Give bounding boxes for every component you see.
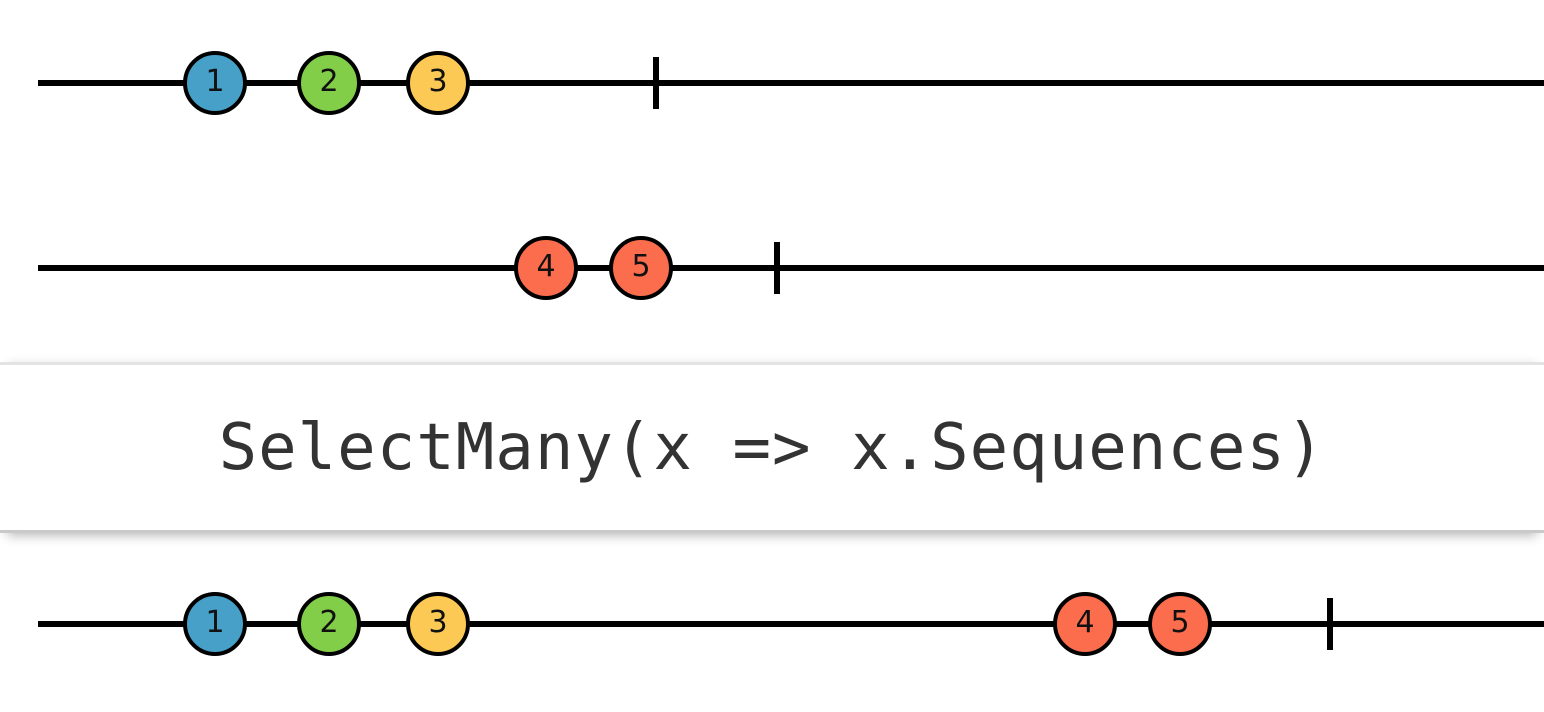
marble[interactable]: 4 [1053, 592, 1117, 656]
timeline-line [38, 265, 1544, 271]
completion-marker-icon [1327, 598, 1333, 650]
marble[interactable]: 5 [609, 236, 673, 300]
marble[interactable]: 1 [183, 51, 247, 115]
marble[interactable]: 2 [297, 51, 361, 115]
marble-label: 3 [428, 605, 448, 640]
marble-label: 2 [319, 605, 339, 640]
marble-label: 1 [205, 605, 225, 640]
operator-label: SelectMany(x => x.Sequences) [218, 410, 1326, 485]
marble[interactable]: 2 [297, 592, 361, 656]
marble-label: 1 [205, 64, 225, 99]
marble[interactable]: 4 [514, 236, 578, 300]
timeline-line [38, 80, 1544, 86]
completion-marker-icon [653, 57, 659, 109]
marble-label: 2 [319, 64, 339, 99]
operator-box: SelectMany(x => x.Sequences) [0, 362, 1544, 533]
marble-label: 5 [631, 249, 651, 284]
marble-label: 4 [536, 249, 556, 284]
marble[interactable]: 3 [406, 51, 470, 115]
marble-label: 4 [1075, 605, 1095, 640]
marble-label: 5 [1170, 605, 1190, 640]
marble[interactable]: 1 [183, 592, 247, 656]
timeline-line [38, 621, 1544, 627]
marble-label: 3 [428, 64, 448, 99]
marble[interactable]: 5 [1148, 592, 1212, 656]
completion-marker-icon [774, 242, 780, 294]
marble[interactable]: 3 [406, 592, 470, 656]
